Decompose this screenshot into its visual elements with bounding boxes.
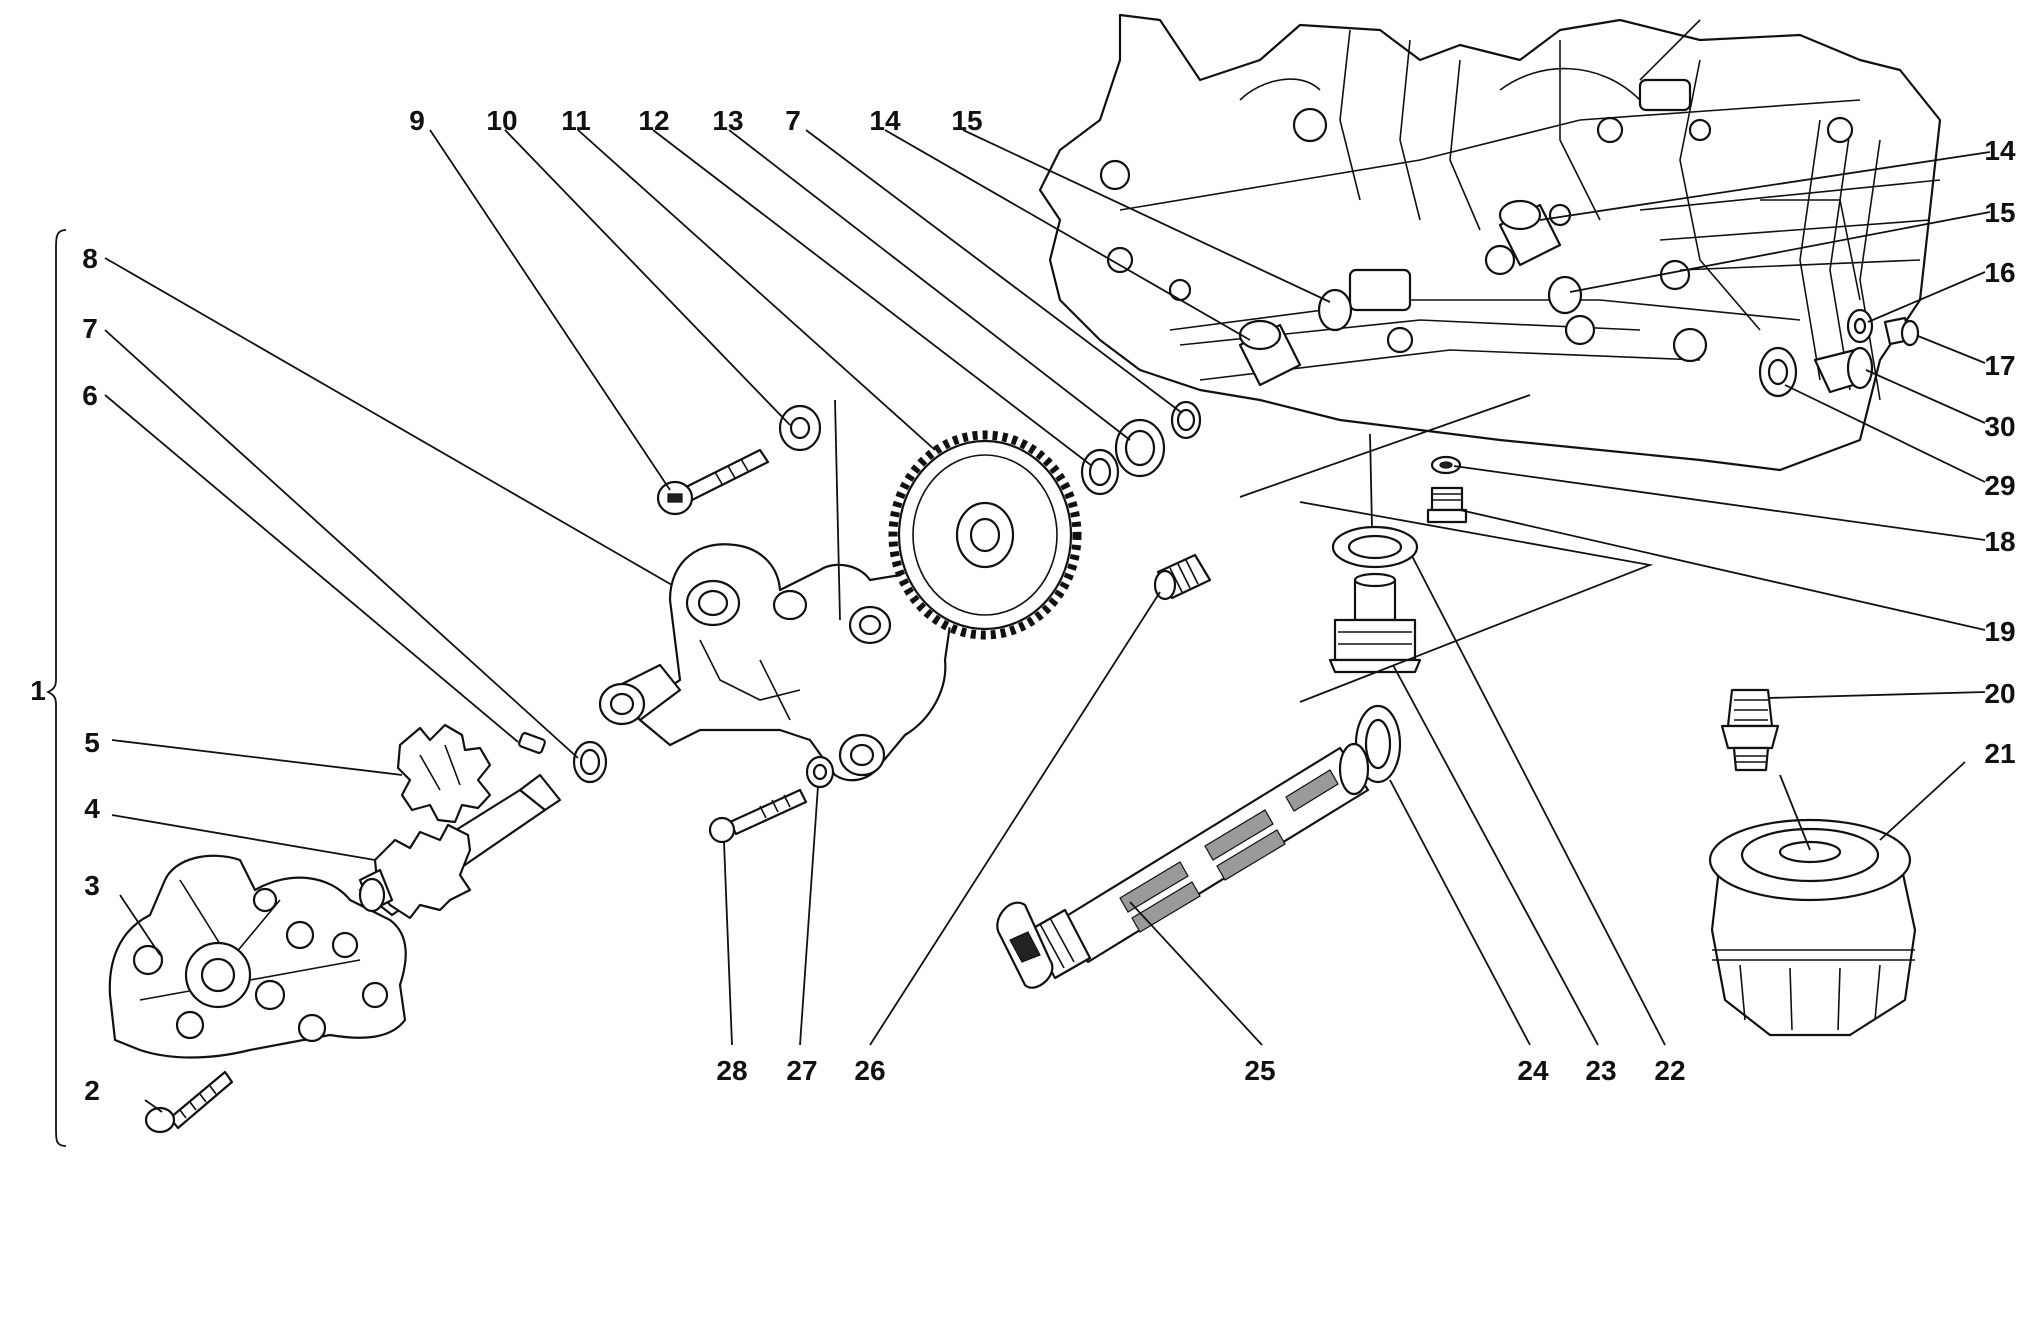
callout-label: 7 <box>785 105 801 136</box>
callout-label: 3 <box>84 870 100 901</box>
key-6 <box>518 732 546 754</box>
callout-label: 6 <box>82 380 98 411</box>
leader-lines <box>104 129 1991 1113</box>
o-ring-15-right <box>1547 275 1583 315</box>
callout-label: 11 <box>561 105 591 136</box>
callout-label: 8 <box>82 243 98 274</box>
washer-16 <box>1846 308 1874 344</box>
circlip-7-right <box>1170 400 1202 440</box>
washer-29 <box>1758 346 1798 398</box>
gear-shaft-4 <box>358 773 562 920</box>
callout-label: 9 <box>409 105 425 136</box>
nipple-20 <box>1720 688 1780 772</box>
callout-label: 23 <box>1585 1055 1616 1086</box>
callout-label: 13 <box>712 105 743 136</box>
callout-label: 26 <box>854 1055 885 1086</box>
driven-gear-11 <box>888 430 1082 640</box>
callout-label: 2 <box>84 1075 100 1106</box>
callout-label: 18 <box>1984 526 2015 557</box>
alignment-lines <box>834 394 1811 851</box>
callout-label: 17 <box>1984 350 2015 381</box>
spring-26 <box>1153 553 1212 601</box>
callout-label: 16 <box>1984 257 2015 288</box>
callout-label: 15 <box>1984 197 2015 228</box>
callout-label: 15 <box>951 105 982 136</box>
callout-label: 14 <box>1984 135 2016 166</box>
group-bracket <box>45 229 67 1147</box>
callout-label: 28 <box>716 1055 747 1086</box>
washer-22 <box>1331 525 1419 569</box>
gear-5 <box>396 723 492 824</box>
seal-13 <box>1114 418 1166 478</box>
callout-label: 10 <box>486 105 517 136</box>
screw-28 <box>708 788 808 844</box>
washer-10 <box>778 404 822 452</box>
callout-label: 25 <box>1244 1055 1275 1086</box>
callout-label: 5 <box>84 727 100 758</box>
callout-label: 1 <box>30 675 46 706</box>
callout-label: 4 <box>84 793 100 824</box>
callout-label: 30 <box>1984 411 2015 442</box>
fitting-23 <box>1328 572 1422 674</box>
washer-27 <box>805 755 835 789</box>
screw-2 <box>144 1070 234 1134</box>
oil-filter-21 <box>1708 818 1917 1037</box>
callout-label: 24 <box>1517 1055 1549 1086</box>
bushing-14-left <box>1238 319 1302 387</box>
plug-19 <box>1426 486 1468 524</box>
oil-strainer-25 <box>996 742 1370 989</box>
pump-body-8 <box>598 543 952 782</box>
o-ring-15-left <box>1317 288 1353 332</box>
screw-9 <box>656 448 770 516</box>
callout-label: 14 <box>869 105 901 136</box>
bushing-14-right <box>1498 199 1562 267</box>
callout-label: 27 <box>786 1055 817 1086</box>
callout-label: 29 <box>1984 470 2015 501</box>
crankcase <box>1038 13 1942 472</box>
plug-30 <box>1813 346 1874 394</box>
callout-label: 7 <box>82 313 98 344</box>
callout-label: 12 <box>638 105 669 136</box>
callout-label: 21 <box>1984 738 2015 769</box>
callout-label: 19 <box>1984 616 2015 647</box>
washer-18 <box>1430 455 1462 475</box>
circlip-12 <box>1080 448 1120 496</box>
callout-label: 20 <box>1984 678 2015 709</box>
circlip-7-left <box>572 740 608 784</box>
callout-label: 22 <box>1654 1055 1685 1086</box>
plug-17 <box>1883 316 1920 347</box>
